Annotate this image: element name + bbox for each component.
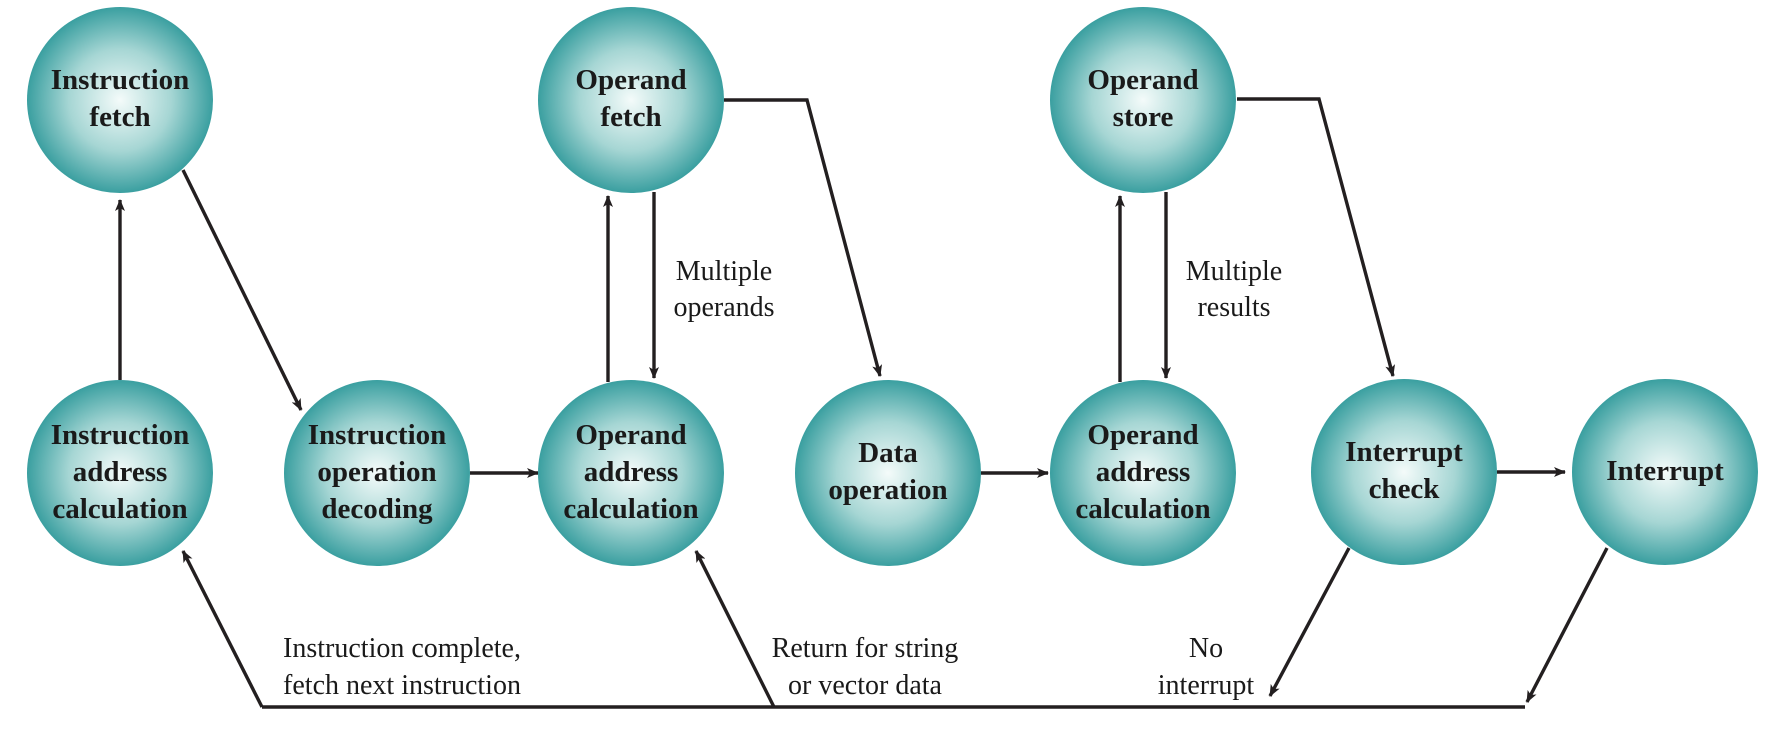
node-operand-address-calculation-2: Operand address calculation bbox=[1050, 380, 1236, 566]
edge-return-to-oac1 bbox=[694, 550, 776, 708]
node-label-line: Operand bbox=[1087, 64, 1198, 96]
node-label-line: Operand bbox=[575, 64, 686, 96]
label-multiple-results: Multiple bbox=[1186, 256, 1282, 287]
node-interrupt: Interrupt bbox=[1572, 379, 1758, 565]
nodes: Instruction fetch Instruction address ca… bbox=[27, 7, 1758, 566]
node-label-line: Instruction bbox=[51, 64, 190, 96]
node-label-line: Operand bbox=[575, 419, 686, 451]
label-no-interrupt: No bbox=[1189, 633, 1223, 664]
node-instruction-operation-decoding: Instruction operation decoding bbox=[284, 380, 470, 566]
node-label-line: Interrupt bbox=[1606, 455, 1724, 487]
node-label-line: check bbox=[1369, 473, 1441, 505]
label-multiple-results: results bbox=[1197, 292, 1270, 323]
node-label-line: calculation bbox=[52, 493, 187, 525]
label-instruction-complete: Instruction complete, bbox=[283, 633, 521, 664]
edges bbox=[115, 97, 1609, 709]
edge-interrupt-return bbox=[1525, 547, 1609, 703]
edge-return-to-iac bbox=[181, 550, 264, 708]
node-interrupt-check: Interrupt check bbox=[1311, 379, 1497, 565]
label-multiple-operands: Multiple bbox=[676, 256, 772, 287]
node-label-line: calculation bbox=[563, 493, 698, 525]
node-label-line: address bbox=[584, 456, 679, 488]
node-label-line: Operand bbox=[1087, 419, 1198, 451]
node-label-line: store bbox=[1113, 101, 1174, 133]
node-label-line: Instruction bbox=[51, 419, 190, 451]
node-label-line: address bbox=[1096, 456, 1191, 488]
node-label-line: operation bbox=[828, 474, 947, 506]
edge-interrupt-check-no-interrupt bbox=[1268, 547, 1351, 697]
label-return-for-string: or vector data bbox=[788, 670, 942, 701]
node-label-line: fetch bbox=[600, 101, 661, 133]
label-return-for-string: Return for string bbox=[772, 633, 959, 664]
edge-operand-store-to-interrupt-check bbox=[1237, 97, 1395, 377]
node-label-line: operation bbox=[317, 456, 436, 488]
node-label-line: calculation bbox=[1075, 493, 1210, 525]
node-label-line: address bbox=[73, 456, 168, 488]
node-operand-address-calculation-1: Operand address calculation bbox=[538, 380, 724, 566]
node-operand-fetch: Operand fetch bbox=[538, 7, 724, 193]
node-operand-store: Operand store bbox=[1050, 7, 1236, 193]
edge-operand-fetch-to-data-operation bbox=[724, 98, 883, 377]
node-label-line: Interrupt bbox=[1345, 436, 1463, 468]
node-data-operation: Data operation bbox=[795, 380, 981, 566]
edge-labels: Multiple operands Multiple results Instr… bbox=[283, 256, 1282, 701]
node-instruction-address-calculation: Instruction address calculation bbox=[27, 380, 213, 566]
label-no-interrupt: interrupt bbox=[1158, 670, 1255, 701]
node-instruction-fetch: Instruction fetch bbox=[27, 7, 213, 193]
label-instruction-complete: fetch next instruction bbox=[283, 670, 521, 701]
node-label-line: Data bbox=[858, 437, 918, 469]
label-multiple-operands: operands bbox=[673, 292, 774, 323]
node-label-line: decoding bbox=[321, 493, 433, 525]
node-label-line: Instruction bbox=[308, 419, 447, 451]
node-label-line: fetch bbox=[89, 101, 150, 133]
edge-fetch-to-decode bbox=[181, 169, 303, 411]
